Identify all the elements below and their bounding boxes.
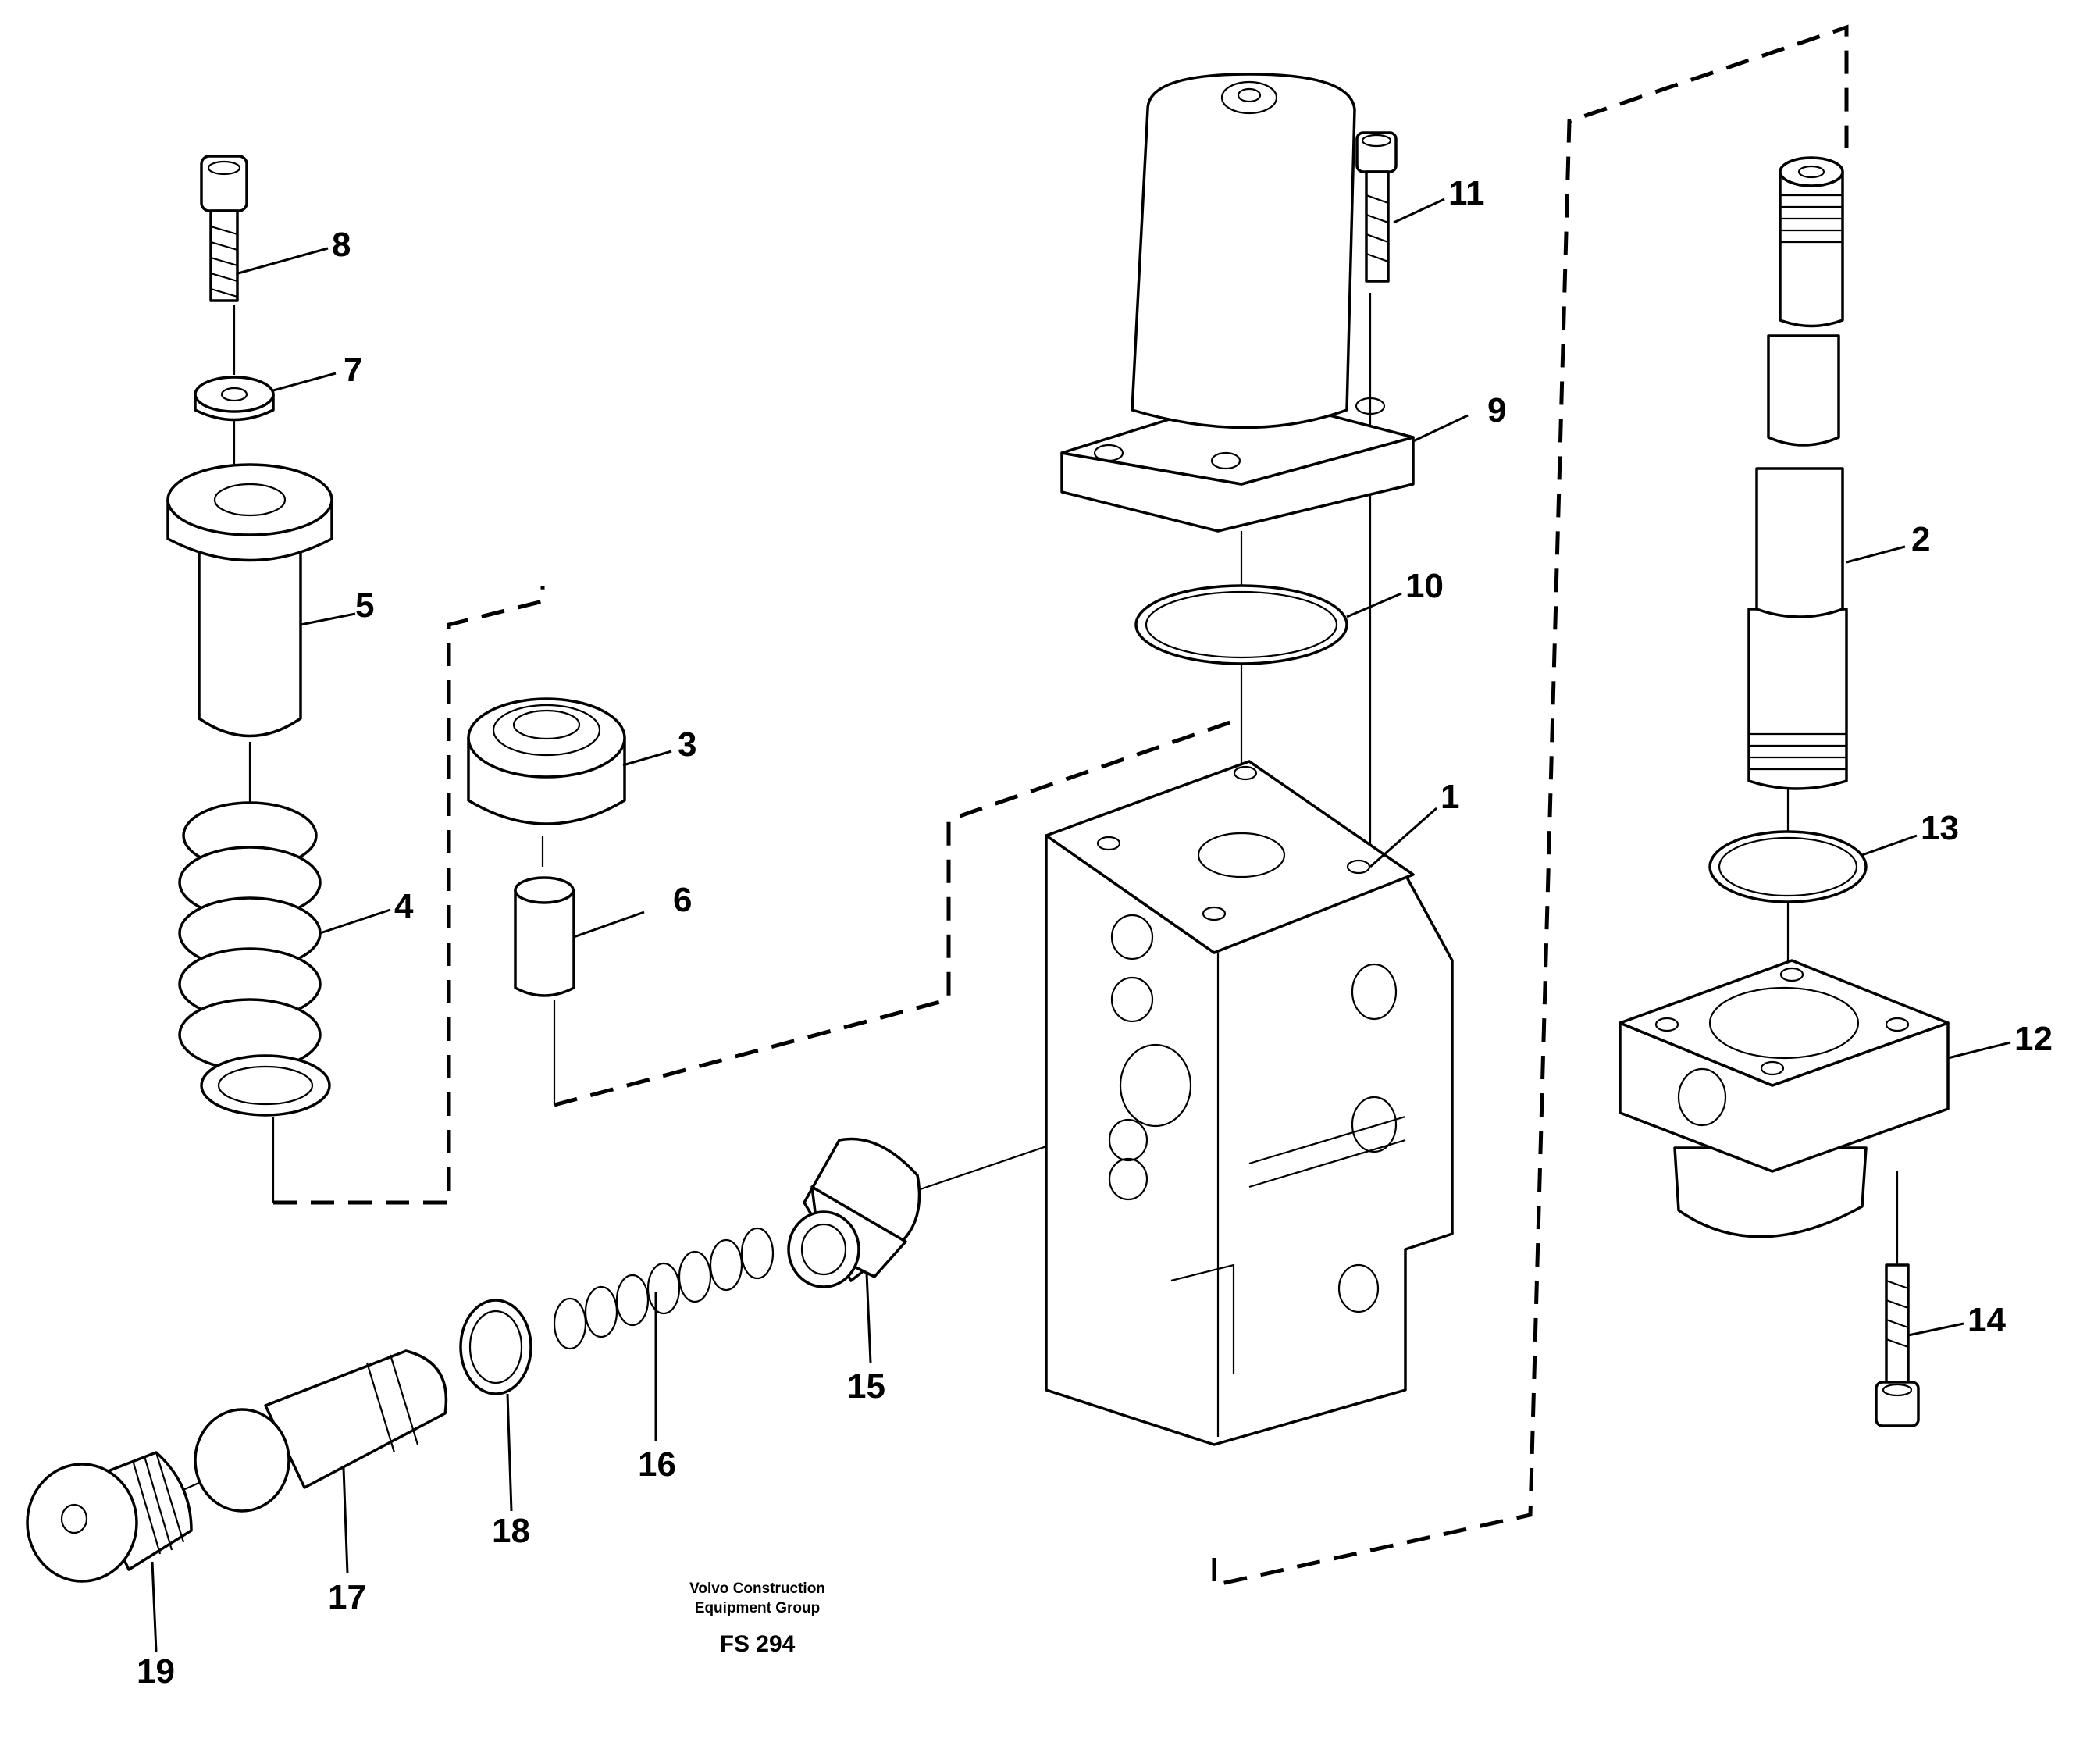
part-17-piston	[194, 1349, 448, 1513]
part-8-cap-screw	[200, 155, 248, 302]
callout-3: 3	[678, 725, 696, 764]
callout-2: 2	[1911, 520, 1930, 558]
part-7-washer	[194, 376, 275, 422]
callout-13: 13	[1921, 809, 1959, 847]
callout-14: 14	[1968, 1301, 2006, 1339]
assembly-axis-lines	[179, 293, 1899, 1493]
part-19-plug	[26, 1451, 193, 1583]
callout-18: 18	[492, 1512, 530, 1550]
callout-9: 9	[1487, 391, 1506, 429]
credit-line-2: Equipment Group	[695, 1600, 820, 1616]
callout-19: 19	[137, 1652, 175, 1691]
callout-4: 4	[394, 887, 414, 925]
part-9-cover	[1060, 73, 1415, 533]
part-15-sleeve	[787, 1137, 921, 1288]
callout-1: 1	[1441, 778, 1459, 816]
callout-15: 15	[847, 1367, 885, 1406]
callout-11: 11	[1448, 174, 1485, 212]
figure-code: FS 294	[720, 1631, 796, 1657]
part-1-valve-body	[1045, 760, 1454, 1446]
part-3-plug	[467, 697, 626, 825]
callout-7: 7	[344, 351, 362, 389]
callout-labels: 1 2 3 4 5 6 7 8 9 10 11 12 13 14 15 16 1…	[137, 174, 2053, 1691]
leader-lines	[151, 198, 2011, 1652]
callout-5: 5	[355, 586, 374, 625]
figure-credit: Volvo Construction Equipment Group FS 29…	[689, 1580, 825, 1657]
callout-8: 8	[332, 226, 351, 264]
part-5-spring-guide	[166, 463, 333, 738]
callout-10: 10	[1405, 567, 1444, 605]
part-14-cap-screw	[1875, 1263, 1920, 1427]
part-6-sleeve	[514, 876, 575, 997]
credit-line-1: Volvo Construction	[689, 1580, 825, 1597]
callout-12: 12	[2014, 1020, 2053, 1058]
part-13-o-ring	[1708, 830, 1868, 903]
part-10-o-ring	[1134, 584, 1348, 665]
part-2-valve-spool	[1747, 156, 1848, 790]
part-18-o-ring	[459, 1299, 532, 1395]
callout-16: 16	[638, 1445, 676, 1484]
part-11-cap-screw	[1355, 131, 1398, 283]
part-4-coil-spring	[178, 801, 331, 1117]
callout-6: 6	[673, 881, 692, 919]
assembly-dashed-lines	[273, 24, 1849, 1588]
part-12-flange-block	[1619, 959, 1950, 1238]
callout-17: 17	[328, 1578, 366, 1616]
part-16-spring	[553, 1227, 775, 1350]
